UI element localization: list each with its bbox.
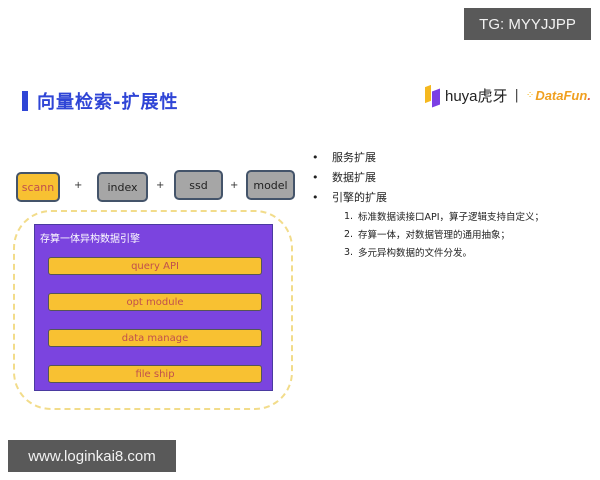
numbered-sub-list: 1.标准数据读接口API，算子逻辑支持自定义； 2.存算一体，对数据管理的通用抽…: [344, 207, 544, 261]
datafun-logo-text: DataFun.: [535, 87, 591, 103]
slide-header: 向量检索-扩展性: [22, 88, 178, 114]
title-accent-bar: [22, 91, 28, 111]
watermark-bottom: www.loginkai8.com: [8, 440, 176, 472]
bullet-item: •引擎的扩展: [312, 190, 387, 205]
module-file-ship: file ship: [48, 365, 262, 383]
bullet-item: •服务扩展: [312, 150, 376, 165]
module-data-manage: data manage: [48, 329, 262, 347]
bullet-item: •数据扩展: [312, 170, 376, 185]
bullet-dot-icon: •: [312, 170, 319, 184]
logo-separator: |: [514, 87, 519, 103]
component-scann: scann: [16, 172, 60, 202]
sub-list-item: 3.多元异构数据的文件分发。: [344, 246, 473, 260]
plus-sign: +: [74, 180, 83, 191]
module-query-api: query API: [48, 257, 262, 275]
datafun-dots-icon: ⁘: [525, 89, 535, 101]
huya-logo-icon: [425, 84, 441, 108]
bullet-dot-icon: •: [312, 150, 319, 164]
component-ssd: ssd: [174, 170, 223, 200]
module-opt-module: opt module: [48, 293, 262, 311]
engine-label: 存算一体异构数据引擎: [40, 234, 140, 245]
engine-dashed-outline: [13, 210, 293, 410]
watermark-top: TG: MYYJJPP: [464, 8, 591, 40]
sub-list-item: 2.存算一体，对数据管理的通用抽象；: [344, 228, 511, 242]
logo-group: huya虎牙 | ⁘ DataFun.: [425, 83, 591, 108]
huya-logo-text: huya虎牙: [445, 87, 508, 105]
bullet-dot-icon: •: [312, 190, 319, 204]
storage-compute-engine: 存算一体异构数据引擎 query API opt module data man…: [34, 224, 273, 391]
plus-sign: +: [156, 180, 165, 191]
plus-sign: +: [230, 180, 239, 191]
bullet-list: •服务扩展 •数据扩展 •引擎的扩展: [312, 147, 387, 207]
component-model: model: [246, 170, 295, 200]
slide-title: 向量检索-扩展性: [37, 92, 179, 113]
sub-list-item: 1.标准数据读接口API，算子逻辑支持自定义；: [344, 210, 545, 224]
component-index: index: [97, 172, 148, 202]
